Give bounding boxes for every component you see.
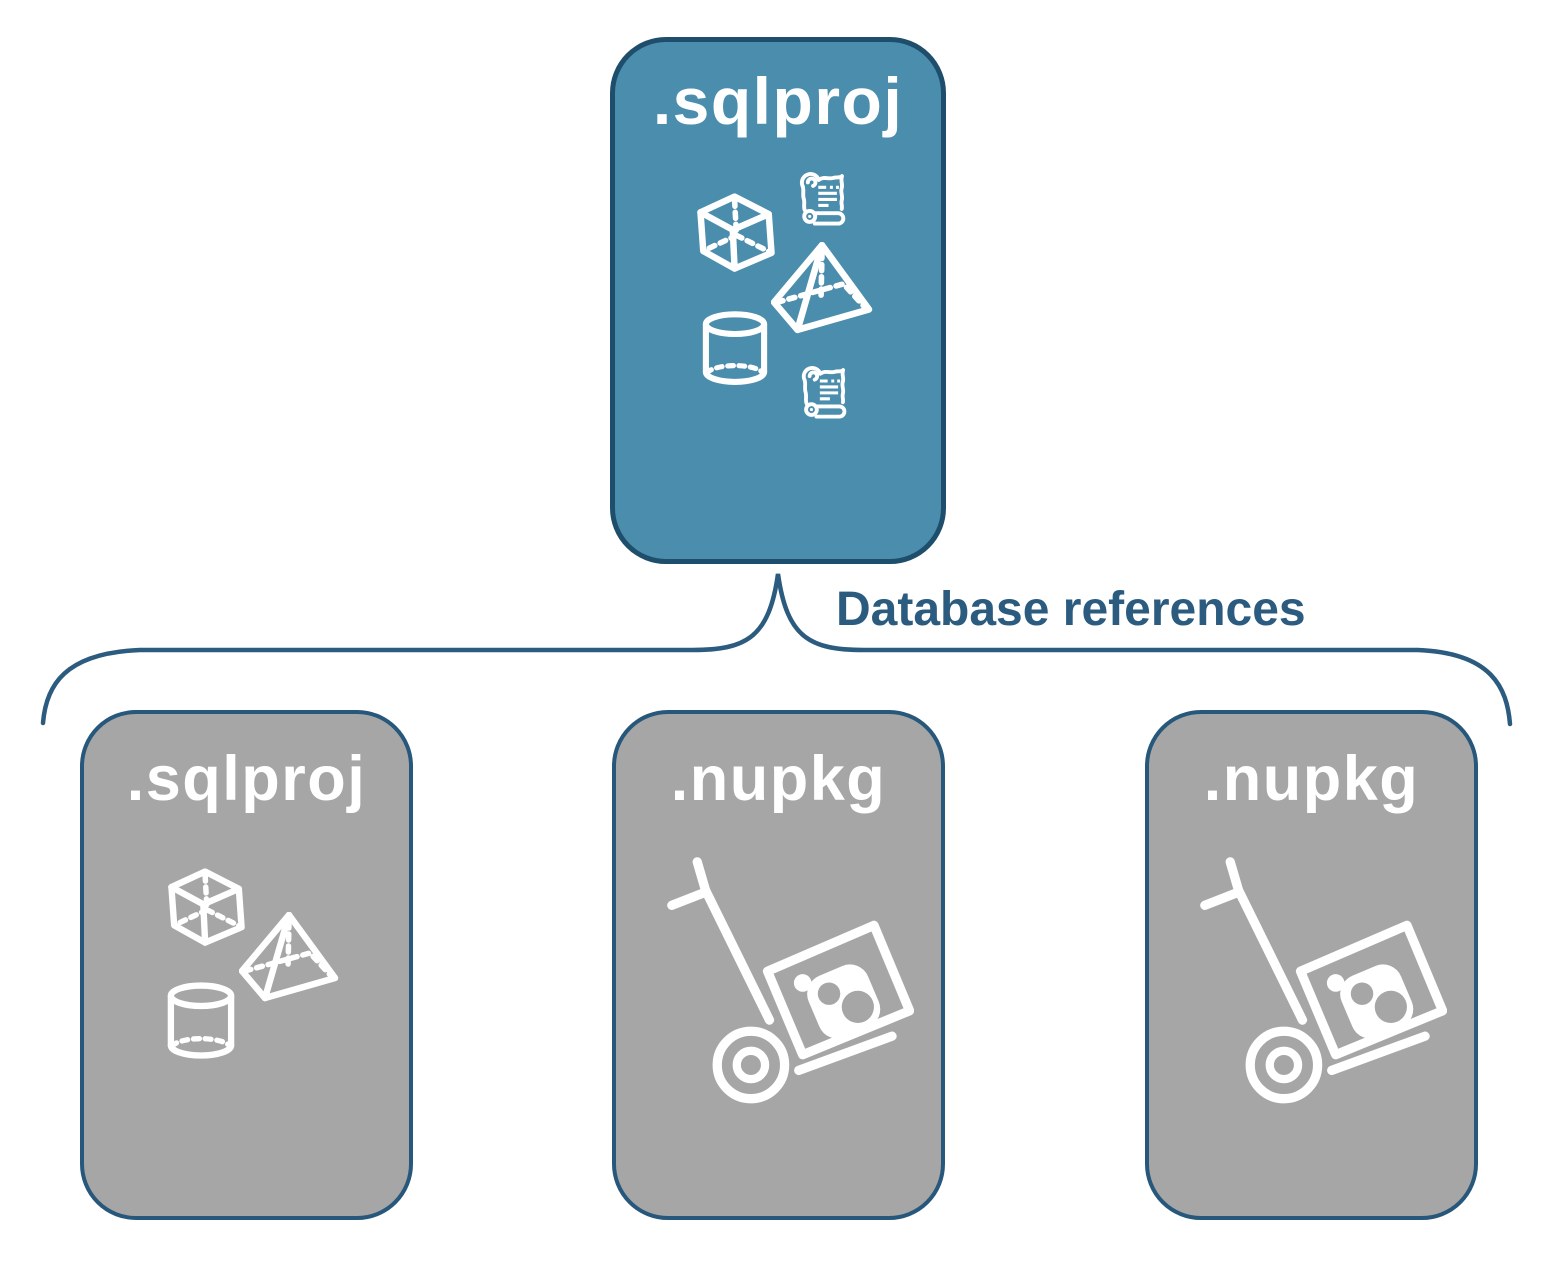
node-label: .sqlproj: [652, 64, 904, 138]
connector-label: Database references: [836, 583, 1306, 636]
node-nupkg-1: .nupkg: [612, 710, 945, 1220]
node-label: .sqlproj: [126, 744, 367, 814]
node-nupkg-2: .nupkg: [1145, 710, 1478, 1220]
pyramid-icon: [771, 242, 873, 334]
node-label: .nupkg: [670, 744, 887, 814]
handtruck-package-icon: [1197, 856, 1447, 1106]
scroll-icon: [795, 168, 849, 228]
pyramid-icon: [239, 912, 339, 1002]
cylinder-icon: [702, 311, 768, 388]
handtruck-package-icon: [664, 856, 914, 1106]
node-sqlproj-child: .sqlproj: [80, 710, 413, 1220]
cylinder-icon: [167, 982, 235, 1062]
cube-icon: [693, 192, 779, 275]
node-label: .nupkg: [1203, 744, 1420, 814]
node-sqlproj-parent: .sqlproj: [610, 37, 946, 564]
scroll-icon: [797, 362, 850, 421]
cube-icon: [164, 867, 249, 949]
